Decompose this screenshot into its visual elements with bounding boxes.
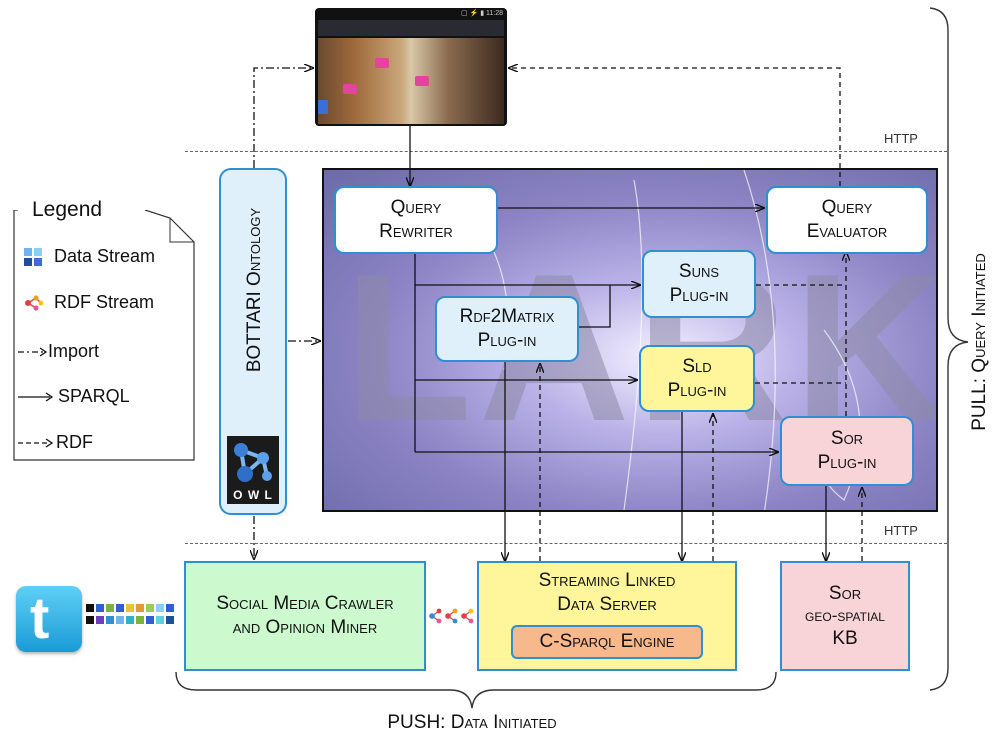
dash-dot-arrow — [18, 346, 48, 357]
query-evaluator-line1: Query — [821, 197, 873, 219]
kb-line1: Sor — [828, 582, 862, 604]
legend-item-rdf: RDF — [18, 432, 93, 453]
tablet-nav-button — [318, 100, 328, 114]
rdf-stream-connector-icon — [429, 608, 474, 624]
tablet-toolbar — [318, 20, 504, 36]
c-sparql-engine-box: C-Sparql Engine — [511, 625, 703, 659]
rdf2matrix-plugin-line2: Plug-in — [477, 330, 537, 351]
query-rewriter-line1: Query — [390, 197, 442, 219]
owl-logo-text: O W L — [233, 488, 273, 502]
sor-plugin-line1: Sor — [830, 428, 864, 450]
tablet-street-view — [318, 38, 504, 124]
dashed-arrow — [18, 437, 54, 448]
data-stream-squares — [86, 604, 174, 624]
tablet-map-pin — [343, 84, 357, 94]
server-line2: Data Server — [557, 593, 657, 615]
tablet-map-pin — [415, 76, 429, 86]
legend-label: Import — [48, 341, 100, 361]
legend-title: Legend — [26, 198, 109, 222]
owl-logo-icon: O W L — [227, 436, 279, 504]
query-evaluator-line2: Evaluator — [806, 221, 888, 242]
http-label-top: HTTP — [884, 131, 918, 146]
rdf2matrix-plugin-line1: Rdf2Matrix — [459, 306, 555, 328]
pull-query-initiated-label: PULL: Query Initiated — [969, 253, 990, 431]
legend-label: RDF — [56, 432, 93, 452]
query-rewriter-line2: Rewriter — [379, 221, 453, 242]
kb-line3: KB — [832, 627, 858, 649]
sld-plugin-line2: Plug-in — [667, 379, 727, 401]
twitter-logo-icon: t — [16, 586, 82, 652]
http-separator-bottom — [185, 543, 947, 544]
legend-item-import: Import — [18, 341, 99, 362]
suns-plugin-line1: Suns — [678, 261, 720, 283]
http-label-bottom: HTTP — [884, 523, 918, 538]
solid-arrow — [18, 391, 54, 402]
http-separator-top — [185, 151, 947, 152]
rdf-stream-icon — [25, 294, 44, 311]
kb-line2: geo-spatial — [805, 606, 885, 626]
data-stream-icon — [24, 247, 42, 266]
legend-item-sparql: SPARQL — [18, 386, 130, 407]
tablet-status-bar: ▢ ⚡ ▮ 11:28 — [460, 10, 503, 17]
bottari-ontology-box: BOTTARI Ontology O W L — [219, 168, 287, 515]
suns-plugin-line2: Plug-in — [669, 285, 729, 306]
crawler-line2: and Opinion Miner — [232, 617, 378, 638]
streaming-linked-data-server-box: Streaming Linked Data Server C-Sparql En… — [477, 561, 737, 671]
bottari-ontology-label: BOTTARI Ontology — [244, 207, 265, 373]
tablet-map-pin — [375, 58, 389, 68]
sor-geo-spatial-kb-box: Sor geo-spatial KB — [780, 561, 910, 671]
sld-plugin-line1: Sld — [682, 355, 712, 377]
legend-item-data-stream: Data Stream — [24, 246, 155, 267]
legend-panel: Legend Data Stream RDF Stream Import SPA… — [10, 198, 196, 462]
crawler-line1: Social Media Crawler — [216, 593, 394, 615]
sor-plugin-line2: Plug-in — [817, 452, 877, 473]
legend-label: Data Stream — [54, 246, 156, 266]
legend-label: RDF Stream — [54, 292, 155, 312]
tablet-app-screenshot: ▢ ⚡ ▮ 11:28 — [315, 8, 507, 126]
legend-label: SPARQL — [58, 386, 130, 406]
legend-item-rdf-stream: RDF Stream — [24, 292, 154, 313]
server-line1: Streaming Linked — [538, 570, 676, 591]
push-data-initiated-label: PUSH: Data Initiated — [387, 712, 557, 733]
